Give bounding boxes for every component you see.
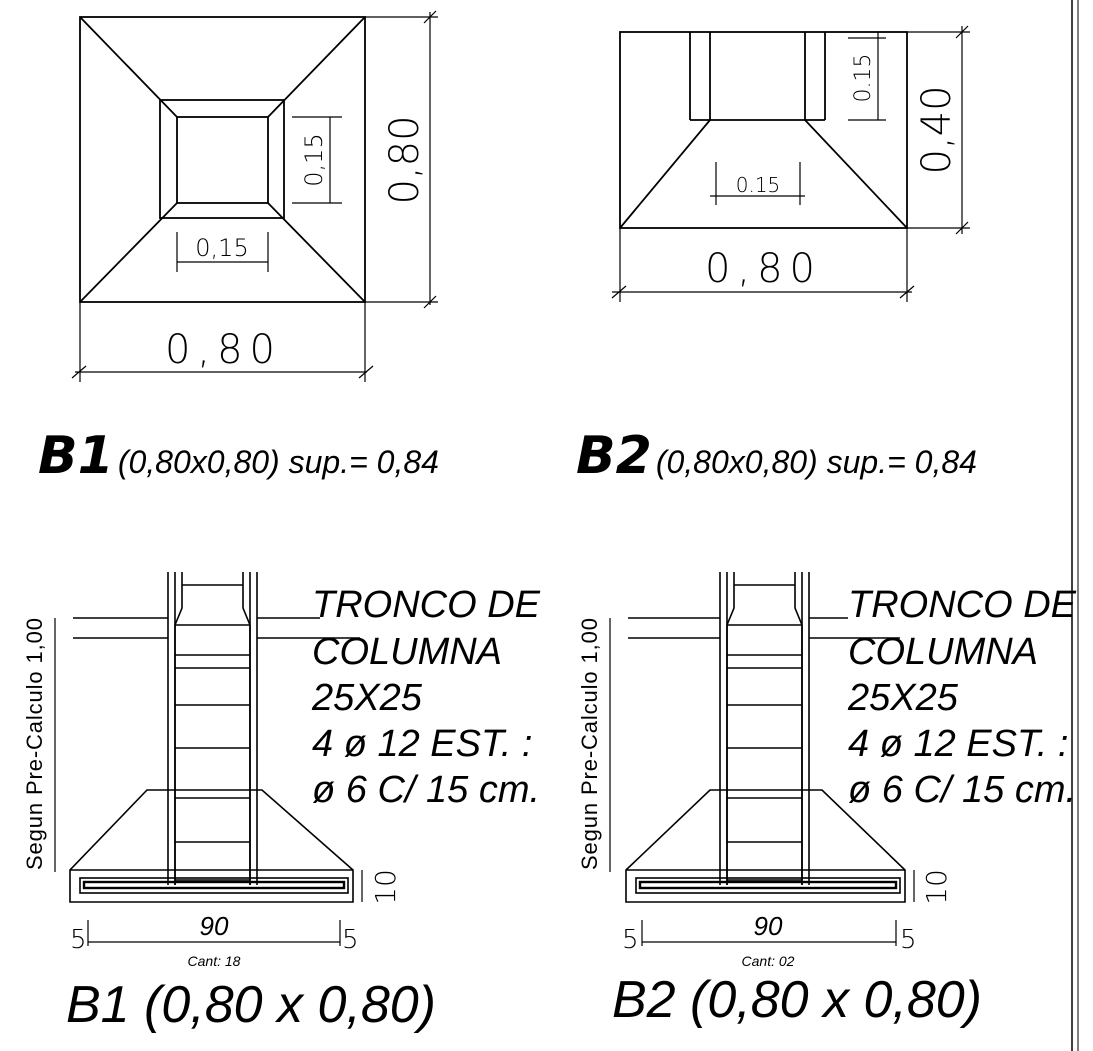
b2-plan-caption: B2(0,80x0,80) sup.= 0,84 <box>576 426 977 486</box>
b1-note-line-2: COLUMNA <box>312 631 502 673</box>
b1-height-dimension <box>365 10 438 309</box>
b1-plan-caption-spec: (0,80x0,80) sup.= 0,84 <box>118 444 439 480</box>
b2-column-dimensions <box>710 32 886 205</box>
b1-note-line-3: 25X25 <box>311 677 423 719</box>
section-b2 <box>609 572 915 946</box>
b2-note-line-1: TRONCO DE <box>848 584 1077 626</box>
b1-stirrups <box>175 654 250 881</box>
b1-plan-caption: B1(0,80x0,80) sup.= 0,84 <box>38 426 439 486</box>
b2-stirrups <box>727 654 802 881</box>
section-b1 <box>54 572 363 946</box>
b1-column-dimensions <box>176 116 342 272</box>
b2-outer-base <box>619 31 908 229</box>
plan-b2 <box>611 25 970 302</box>
b2-center-dim-label: 90 <box>754 911 783 941</box>
b2-bottom-dimension <box>641 920 897 946</box>
b2-note-line-5: ø 6 C/ 15 cm. <box>848 769 1076 811</box>
b1-center-dim-label: 90 <box>200 911 229 941</box>
b1-height-dim-label: 10 <box>369 869 402 905</box>
b2-depth-label: Segun Pre-Calculo 1,00 <box>577 618 602 870</box>
b2-note-line-2: COLUMNA <box>848 631 1038 673</box>
b1-column-height-label: 0,15 <box>300 133 328 186</box>
b2-height-label: 0,40 <box>914 85 960 174</box>
b2-note-line-4: 4 ø 12 EST. : <box>848 723 1068 765</box>
b1-section-caption: B1 (0,80 x 0,80) <box>66 976 436 1034</box>
b2-height-dim-label: 10 <box>920 869 953 905</box>
b2-plan-caption-code: B2 <box>576 426 652 486</box>
b1-quantity: Cant: 18 <box>188 953 241 969</box>
b1-footing <box>69 789 354 903</box>
b2-plan-caption-spec: (0,80x0,80) sup.= 0,84 <box>656 444 977 480</box>
b1-right-dim-label: 5 <box>342 925 359 955</box>
b2-column-width-label: 0.15 <box>736 173 781 197</box>
b2-section-caption: B2 (0,80 x 0,80) <box>612 971 982 1029</box>
b1-note-line-5: ø 6 C/ 15 cm. <box>312 769 540 811</box>
b1-height-label: 0,80 <box>382 115 428 204</box>
b2-note-line-3: 25X25 <box>847 677 959 719</box>
b2-height-dimension <box>907 25 970 235</box>
plan-b1 <box>71 10 438 382</box>
b1-inner-top <box>159 99 285 219</box>
b1-left-dim-label: 5 <box>70 925 87 955</box>
b2-width-dimension <box>611 228 915 302</box>
b2-width-label: 0,80 <box>705 246 815 292</box>
b1-plan-caption-code: B1 <box>38 426 114 486</box>
b1-note-line-1: TRONCO DE <box>312 584 541 626</box>
b1-outer-base <box>79 16 366 303</box>
b2-quantity: Cant: 02 <box>742 953 795 969</box>
b2-column-height-label: 0.15 <box>851 54 876 103</box>
b1-depth-label: Segun Pre-Calculo 1,00 <box>22 618 47 870</box>
sheet-border <box>1071 0 1079 1051</box>
b1-column <box>176 116 269 204</box>
b1-width-dimension <box>71 302 374 382</box>
b1-column-width-label: 0,15 <box>195 234 248 262</box>
b1-note-line-4: 4 ø 12 EST. : <box>312 723 532 765</box>
b2-left-dim-label: 5 <box>622 925 639 955</box>
b2-right-dim-label: 5 <box>900 925 917 955</box>
b1-width-label: 0,80 <box>165 327 275 373</box>
b1-bottom-dimension <box>87 920 341 946</box>
